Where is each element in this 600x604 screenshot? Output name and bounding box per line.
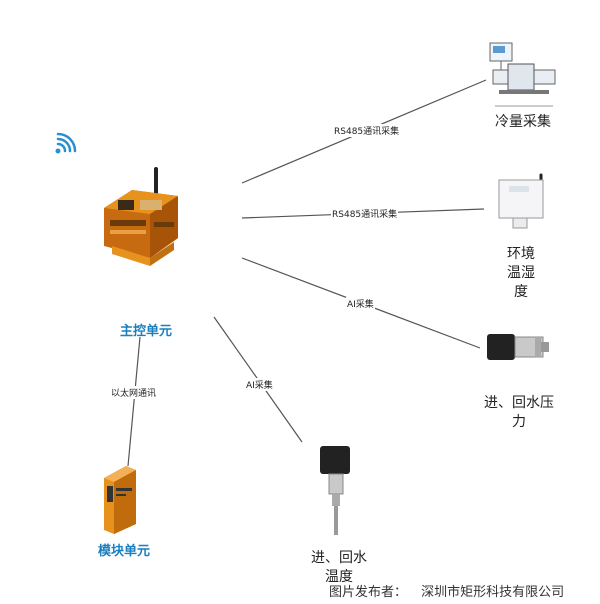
env-label-line2: 温湿: [507, 265, 535, 281]
main-controller-device-icon: [104, 167, 178, 266]
credit-label: 图片发布者：: [329, 585, 408, 600]
env-label: 环境 温湿 度: [507, 245, 535, 302]
env-label-line1: 环境: [507, 246, 535, 262]
module-unit-device-icon: [104, 466, 136, 534]
link-label-ethernet: 以太网通讯: [110, 386, 158, 399]
image-credit: 图片发布者： 深圳市矩形科技有限公司: [329, 581, 564, 600]
env-label-line3: 度: [514, 284, 528, 300]
module-unit-label: 模块单元: [98, 544, 151, 559]
link-label-rs485-cooling: RS485通讯采集: [333, 124, 401, 137]
cooling-label: 冷量采集: [495, 114, 551, 130]
link-line-module: [127, 336, 141, 467]
wifi-icon: [55, 132, 77, 154]
pressure-sensor-device-icon: [487, 334, 549, 360]
pressure-label-line2: 力: [512, 414, 526, 430]
temperature-label: 进、回水 温度: [308, 549, 370, 587]
pressure-label: 进、回水压 力: [484, 394, 554, 432]
pressure-label-line1: 进、回水压: [484, 395, 554, 411]
env-sensor-device-icon: [498, 173, 544, 229]
link-label-rs485-env: RS485通讯采集: [331, 207, 399, 220]
cooling-meter-device-icon: [489, 42, 556, 107]
link-label-ai-temp: AI采集: [245, 378, 274, 391]
main-unit-label: 主控单元: [120, 324, 173, 339]
temperature-sensor-device-icon: [320, 446, 350, 535]
link-label-ai-pressure: AI采集: [346, 297, 375, 310]
temperature-label-line1: 进、回水: [311, 550, 367, 566]
temperature-label-line2: 温度: [325, 569, 353, 585]
publisher-name: 深圳市矩形科技有限公司: [421, 585, 565, 600]
